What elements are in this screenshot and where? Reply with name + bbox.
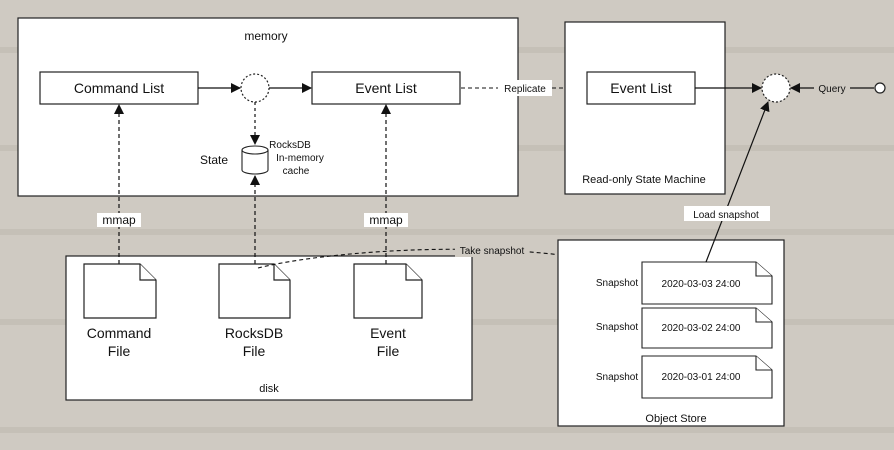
event-file-label-line2: File — [377, 343, 400, 359]
query-node — [761, 73, 791, 103]
mmap-left-label-bg — [97, 213, 141, 227]
query-source-icon — [874, 82, 886, 94]
command-file-label-line2: File — [108, 343, 131, 359]
snapshot-3-label: Snapshot — [596, 372, 638, 383]
object-store-label: Object Store — [645, 413, 706, 425]
load-snapshot-arrow — [705, 101, 770, 263]
snapshot-item-1: Snapshot 2020-03-03 24:00 — [596, 261, 773, 305]
mmap-right-label: mmap — [369, 213, 403, 227]
rocksdb-cache-line1: RocksDB — [269, 140, 311, 151]
rocksdb-file-label-line1: RocksDB — [225, 325, 283, 341]
snapshot-3-date: 2020-03-01 24:00 — [662, 372, 741, 383]
mmap-left-label: mmap — [102, 213, 136, 227]
event-list-label: Event List — [355, 80, 417, 96]
rocksdb-cache-line3: cache — [283, 166, 310, 177]
snapshot-item-3: Snapshot 2020-03-01 24:00 — [596, 355, 773, 399]
event-list-box — [311, 71, 461, 105]
readonly-machine-label: Read-only State Machine — [582, 174, 706, 186]
snapshot-item-2: Snapshot 2020-03-02 24:00 — [596, 307, 773, 349]
event-file-icon — [353, 263, 423, 319]
command-file-label-line1: Command — [87, 325, 152, 341]
query-label: Query — [818, 84, 845, 95]
command-file-icon — [83, 263, 157, 319]
rocksdb-file-icon — [218, 263, 291, 319]
rocksdb-cache-line2: In-memory — [276, 153, 324, 164]
replicate-label: Replicate — [504, 84, 546, 95]
snapshot-2-label: Snapshot — [596, 322, 638, 333]
readonly-state-machine-container — [564, 21, 726, 195]
snapshot-1-label: Snapshot — [596, 278, 638, 289]
snapshot-1-date: 2020-03-03 24:00 — [662, 279, 741, 290]
mmap-right-label-bg — [364, 213, 408, 227]
load-snapshot-label: Load snapshot — [693, 210, 759, 221]
memory-label: memory — [244, 29, 287, 43]
replicate-label-bg — [498, 80, 552, 96]
command-list-label: Command List — [74, 80, 164, 96]
take-snapshot-label-bg — [455, 243, 529, 257]
event-file-label-line1: Event — [370, 325, 406, 341]
rocksdb-cache-cylinder — [241, 145, 269, 175]
state-label: State — [200, 153, 228, 167]
disk-label: disk — [259, 383, 279, 395]
take-snapshot-label: Take snapshot — [460, 246, 525, 257]
readonly-event-list-label: Event List — [610, 80, 672, 96]
rocksdb-file-label-line2: File — [243, 343, 266, 359]
snapshot-2-date: 2020-03-02 24:00 — [662, 323, 741, 334]
load-snapshot-label-bg — [684, 206, 770, 221]
query-label-bg — [814, 80, 850, 95]
processor-node — [240, 73, 270, 103]
